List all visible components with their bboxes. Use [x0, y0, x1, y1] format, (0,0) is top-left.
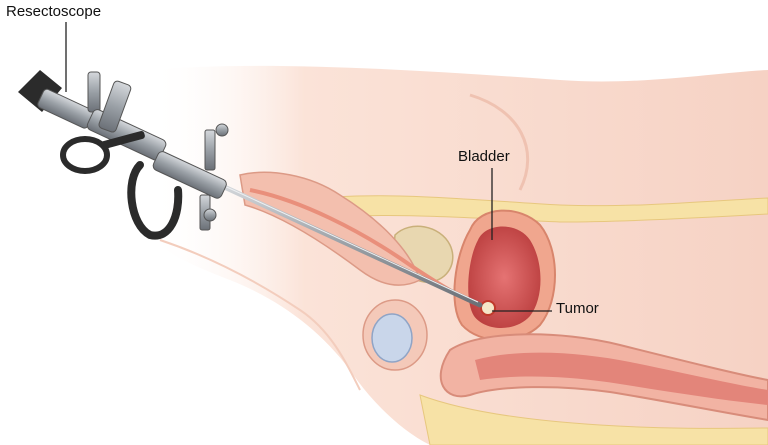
resectoscope-shaft [217, 182, 483, 308]
resectoscope-body [18, 70, 229, 240]
rectum-inner [475, 352, 768, 405]
abdomen-fold [469, 93, 530, 191]
bladder-label: Bladder [458, 148, 510, 165]
bladder-lumen [468, 226, 541, 328]
tumor-mass [480, 300, 496, 316]
fat-layer [298, 195, 768, 223]
tumor-label: Tumor [556, 300, 599, 317]
sacral-fat [419, 394, 768, 445]
testis [371, 313, 413, 363]
lower-skin-edge [159, 239, 361, 391]
resectoscope-shaft-highlight [219, 183, 479, 303]
resectoscope-label: Resectoscope [6, 3, 102, 20]
